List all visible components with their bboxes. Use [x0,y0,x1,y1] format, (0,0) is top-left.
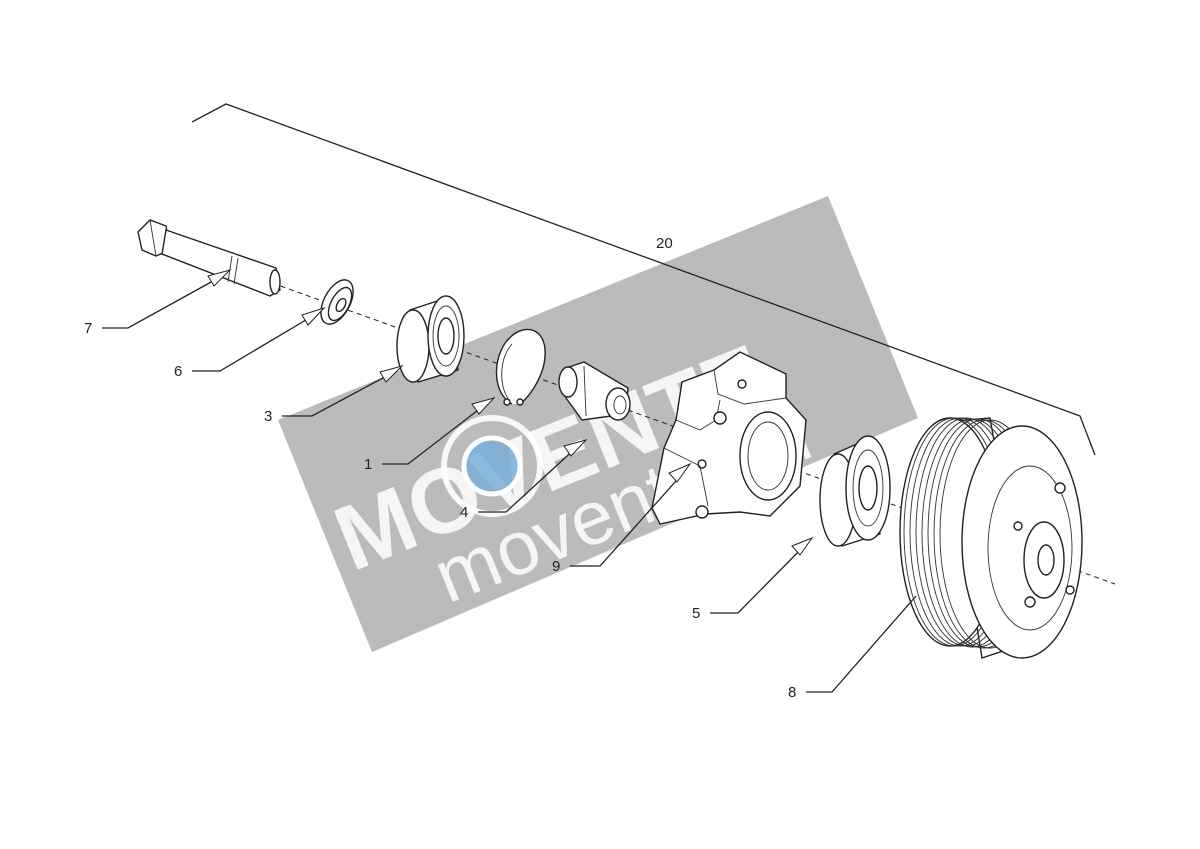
watermark: MOVENTE movente.eu [278,196,918,652]
arrowhead-3 [379,365,404,383]
arrowhead-5 [791,536,814,556]
watermark-bearing-logo [441,415,543,517]
callout-7: 7 [84,320,92,337]
callout-3: 3 [264,408,272,425]
callout-8: 8 [788,684,796,701]
washer-part-6 [320,279,354,325]
arrowhead-9 [668,462,692,483]
pulley-part-8 [899,417,1083,659]
callout-labels: 7 6 3 1 4 9 5 8 20 [84,235,796,701]
callout-20: 20 [656,235,673,252]
bearing-part-3 [396,295,465,383]
watermark-band [278,196,918,652]
callout-1: 1 [364,456,372,473]
arrowhead-7 [207,269,232,287]
arrowhead-4 [563,439,588,457]
arrowhead-6 [301,306,326,326]
assembly-bracket-20 [191,103,1096,456]
bearing-part-5 [819,435,891,547]
circlip-part-1 [495,328,546,406]
callout-6: 6 [174,363,182,380]
leader-lines [102,269,917,693]
callout-9: 9 [552,558,560,575]
sleeve-part-4 [558,361,631,421]
arrowhead-1 [471,397,496,415]
bolt-part-7 [137,219,281,297]
callout-5: 5 [692,605,700,622]
housing-part-9 [651,351,807,525]
callout-4: 4 [460,504,468,521]
